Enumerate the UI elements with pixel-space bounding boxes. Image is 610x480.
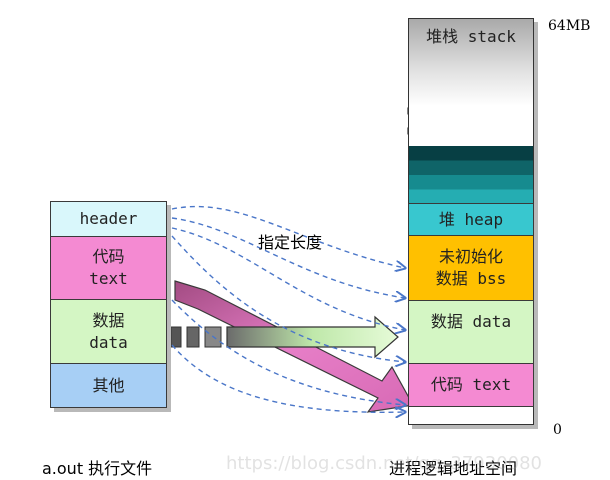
process-bss-segment: 未初始化 数据 bss — [408, 235, 534, 301]
process-data-label: 数据 data — [430, 312, 512, 331]
file-header-segment: header — [50, 201, 167, 237]
file-code-label: 代码 — [92, 247, 125, 267]
data-mapping-arrow — [170, 315, 399, 359]
watermark: https://blog.csdn.net/qq_37930080 — [226, 453, 543, 474]
file-data-segment: 数据 data — [50, 299, 167, 364]
file-data-sublabel: data — [89, 332, 128, 352]
process-bss-sublabel: 数据 bss — [435, 269, 507, 288]
process-heap-segment: 堆 heap — [408, 203, 534, 236]
file-code-segment: 代码 text — [50, 236, 167, 300]
header-to-bss-bottom-connector — [171, 217, 405, 298]
process-top-mark: 64MB — [548, 18, 591, 34]
header-to-text-connector — [171, 235, 405, 362]
process-text-segment: 代码 text — [408, 363, 534, 407]
process-stack-segment: 堆栈 stack — [408, 18, 534, 106]
code-to-text-connector — [171, 299, 405, 405]
arrow-length-label: 指定长度 — [258, 233, 323, 252]
file-caption: a.out 执行文件 — [42, 459, 153, 478]
file-other-segment: 其他 — [50, 363, 167, 408]
process-stack-label: 堆栈 stack — [426, 27, 516, 46]
heap-growth-band — [408, 146, 534, 204]
header-to-data-connector — [171, 227, 405, 330]
process-data-segment: 数据 data — [408, 300, 534, 364]
file-code-sublabel: text — [89, 269, 128, 288]
file-data-label: 数据 — [92, 310, 125, 330]
file-other-label: 其他 — [92, 375, 125, 395]
process-bss-label: 未初始化 — [438, 247, 503, 267]
file-header-label: header — [79, 209, 138, 229]
process-bottom-mark: 0 — [553, 422, 562, 438]
data-to-text-connector — [171, 344, 405, 412]
process-heap-label: 堆 heap — [438, 209, 504, 229]
process-text-label: 代码 text — [430, 375, 512, 395]
process-caption: 进程逻辑地址空间 — [389, 459, 518, 478]
